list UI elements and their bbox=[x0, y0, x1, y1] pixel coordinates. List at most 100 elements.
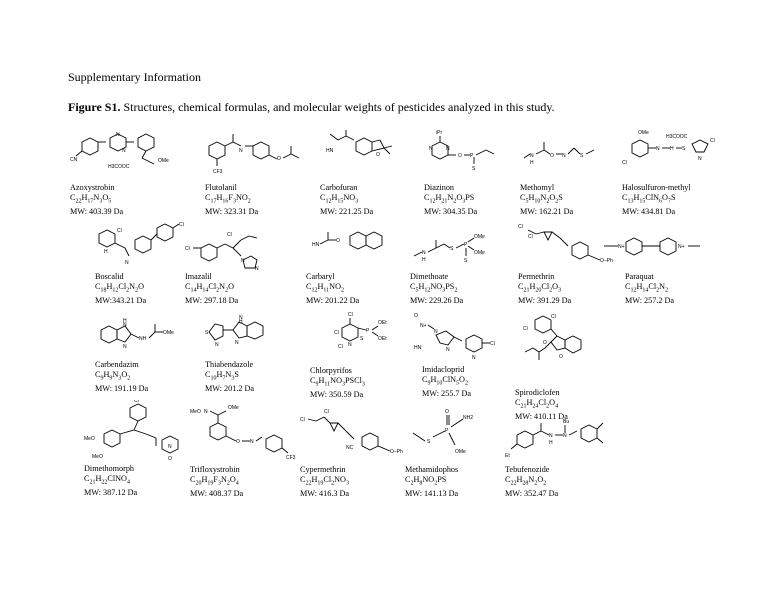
compound-info: Carbofuran C12H15NO3 MW: 221.25 Da bbox=[320, 183, 440, 217]
svg-text:Cl: Cl bbox=[334, 330, 339, 336]
compound-carbaryl: HN O Carbaryl C12H11NO2 MW: 201.22 Da bbox=[306, 220, 426, 306]
svg-text:S: S bbox=[472, 166, 476, 172]
compound-name: Dimethomorph bbox=[84, 464, 135, 473]
svg-text:NH2: NH2 bbox=[463, 415, 473, 421]
compound-name: Paraquat bbox=[625, 272, 654, 281]
svg-text:H: H bbox=[549, 440, 553, 446]
svg-text:O: O bbox=[458, 153, 462, 159]
compound-carbofuran: HN O Carbofuran C12H15NO3 MW: 221.25 Da bbox=[320, 128, 440, 217]
compound-formula: C5H10N2O2S bbox=[520, 193, 563, 205]
figure-label: Figure S1. bbox=[68, 100, 121, 114]
svg-text:O: O bbox=[550, 153, 554, 159]
supplementary-heading: Supplementary Information bbox=[68, 70, 201, 84]
compound-name: Permethrin bbox=[518, 272, 555, 281]
structure-tebufenozide: Et N H N Bu bbox=[505, 419, 604, 459]
svg-text:N: N bbox=[241, 258, 245, 264]
svg-text:N: N bbox=[125, 260, 129, 266]
svg-text:O: O bbox=[414, 313, 418, 319]
svg-text:CF3: CF3 bbox=[213, 169, 223, 175]
svg-text:O: O bbox=[543, 340, 547, 346]
svg-text:N: N bbox=[698, 156, 702, 162]
compound-info: Dimethomorph C21H22ClNO4 MW: 387.12 Da bbox=[84, 464, 204, 498]
svg-text:O: O bbox=[376, 152, 380, 158]
svg-text:H: H bbox=[239, 319, 243, 325]
compound-formula: C12H14Cl2N2 bbox=[625, 282, 669, 294]
compound-name: Cypermethrin bbox=[300, 465, 346, 474]
compound-mw: MW: 201.22 Da bbox=[306, 295, 360, 305]
svg-text:Cl: Cl bbox=[523, 326, 528, 332]
svg-text:Cl: Cl bbox=[490, 341, 495, 347]
svg-text:O: O bbox=[236, 439, 240, 445]
compound-formula: C12H21N2O3PS bbox=[424, 193, 475, 205]
svg-text:O: O bbox=[559, 354, 563, 360]
compound-mw: MW: 201.2 Da bbox=[205, 383, 255, 393]
svg-text:N: N bbox=[123, 344, 127, 350]
compound-name: Chlorpyrifos bbox=[310, 366, 352, 375]
svg-text:OEt: OEt bbox=[378, 320, 387, 326]
svg-text:N: N bbox=[168, 444, 172, 450]
compound-name: Imazalil bbox=[185, 272, 212, 281]
svg-text:P: P bbox=[366, 328, 370, 334]
svg-text:P: P bbox=[445, 428, 449, 434]
svg-text:P: P bbox=[470, 153, 474, 159]
svg-text:N: N bbox=[422, 250, 426, 256]
svg-text:H3COOC: H3COOC bbox=[108, 164, 130, 170]
svg-text:O–Ph: O–Ph bbox=[390, 449, 403, 455]
structure-carbofuran: HN O bbox=[326, 130, 393, 158]
compound-info: Boscalid C18H12Cl2N2O MW:343.21 Da bbox=[95, 272, 215, 306]
compound-mw: MW: 162.21 Da bbox=[520, 206, 574, 216]
compound-mw: MW: 403.39 Da bbox=[70, 206, 124, 216]
svg-text:N: N bbox=[122, 148, 126, 154]
svg-text:S: S bbox=[360, 336, 364, 342]
compound-mw: MW: 387.12 Da bbox=[84, 487, 138, 497]
svg-text:N+: N+ bbox=[420, 323, 427, 329]
svg-text:N: N bbox=[563, 433, 567, 439]
compound-info: Diazinon C12H21N2O3PS MW: 304.35 Da bbox=[424, 183, 544, 217]
compound-info: Cypermethrin C22H19Cl2NO3 MW: 416.3 Da bbox=[300, 465, 420, 499]
svg-text:N: N bbox=[116, 132, 120, 138]
compound-name: Tebufenozide bbox=[505, 465, 550, 474]
compound-formula: C13H15ClN6O7S bbox=[622, 193, 676, 205]
svg-text:Cl: Cl bbox=[551, 314, 556, 320]
svg-text:N: N bbox=[255, 266, 259, 272]
structure-methamidophos: O P NH2 S OMe bbox=[412, 409, 473, 455]
compound-mw: MW: 257.2 Da bbox=[625, 295, 675, 305]
svg-text:Cl: Cl bbox=[227, 232, 232, 238]
compound-formula: C12H15NO3 bbox=[320, 193, 359, 205]
svg-text:N: N bbox=[562, 153, 566, 159]
svg-text:OMe: OMe bbox=[455, 449, 466, 455]
compound-name: Halosulfuron-methyl bbox=[622, 183, 691, 192]
svg-text:OMe: OMe bbox=[474, 250, 485, 256]
compound-info: Imazalil C14H14Cl2N2O MW: 297.18 Da bbox=[185, 272, 305, 306]
structure-carbendazim: HN N NH OMe bbox=[100, 318, 174, 350]
svg-text:OMe: OMe bbox=[158, 158, 169, 164]
svg-text:HN: HN bbox=[414, 345, 422, 351]
compound-info: Tebufenozide C22H28N2O2 MW: 352.47 Da bbox=[505, 465, 625, 499]
compound-name: Thiabendazole bbox=[205, 360, 254, 369]
svg-text:N: N bbox=[215, 342, 219, 348]
compound-formula: C10H7N3S bbox=[205, 370, 239, 382]
compound-mw: MW: 221.25 Da bbox=[320, 206, 374, 216]
compound-info: Azoxystrobin C22H17N3O5 MW: 403.39 Da bbox=[70, 183, 190, 217]
compound-info: Dimethoate C5H12NO3PS2 MW: 229.26 Da bbox=[410, 272, 530, 306]
svg-text:N: N bbox=[549, 433, 553, 439]
svg-text:S: S bbox=[580, 153, 584, 159]
compound-mw: MW: 410.11 Da bbox=[515, 411, 568, 421]
svg-text:Cl: Cl bbox=[338, 344, 343, 350]
svg-text:OMe: OMe bbox=[638, 130, 649, 136]
compound-formula: C18H12Cl2N2O bbox=[95, 282, 144, 294]
compound-formula: C21H20Cl2O3 bbox=[518, 282, 562, 294]
svg-text:Cl: Cl bbox=[518, 224, 523, 230]
compound-formula: C12H11NO2 bbox=[306, 282, 344, 294]
compound-info: Flutolanil C17H16F3NO2 MW: 323.31 Da bbox=[205, 183, 325, 217]
compound-formula: C21H24Cl2O4 bbox=[515, 398, 559, 410]
